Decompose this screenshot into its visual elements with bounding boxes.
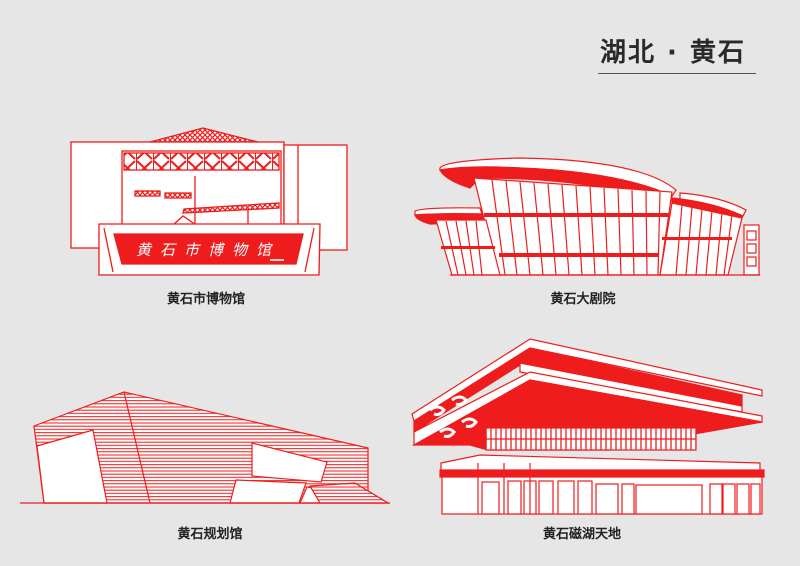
building-label-museum: 黄石市博物馆 (166, 292, 246, 307)
museum-sign-mark (270, 259, 284, 261)
cloud-ornament (429, 395, 478, 438)
building-label-planning-hall: 黄石规划馆 (177, 527, 243, 542)
title-underline (598, 73, 756, 74)
building-card-grand-theatre: 黄石大剧院 (414, 157, 760, 307)
building-label-grand-theatre: 黄石大剧院 (550, 292, 616, 307)
page-title: 湖北 · 黄石 (600, 38, 746, 68)
building-card-museum: 黄石市博物馆 黄石市博物馆 (0, 0, 400, 320)
building-label-cihu-tiandi: 黄石磁湖天地 (542, 527, 622, 542)
planning-hall-illustration (20, 391, 391, 504)
building-card-planning-hall: 黄石规划馆 (20, 391, 391, 542)
museum-illustration: 黄石市博物馆 (70, 127, 348, 276)
grand-theatre-illustration (414, 157, 760, 276)
museum-sign-text: 黄石市博物馆 (136, 241, 280, 259)
